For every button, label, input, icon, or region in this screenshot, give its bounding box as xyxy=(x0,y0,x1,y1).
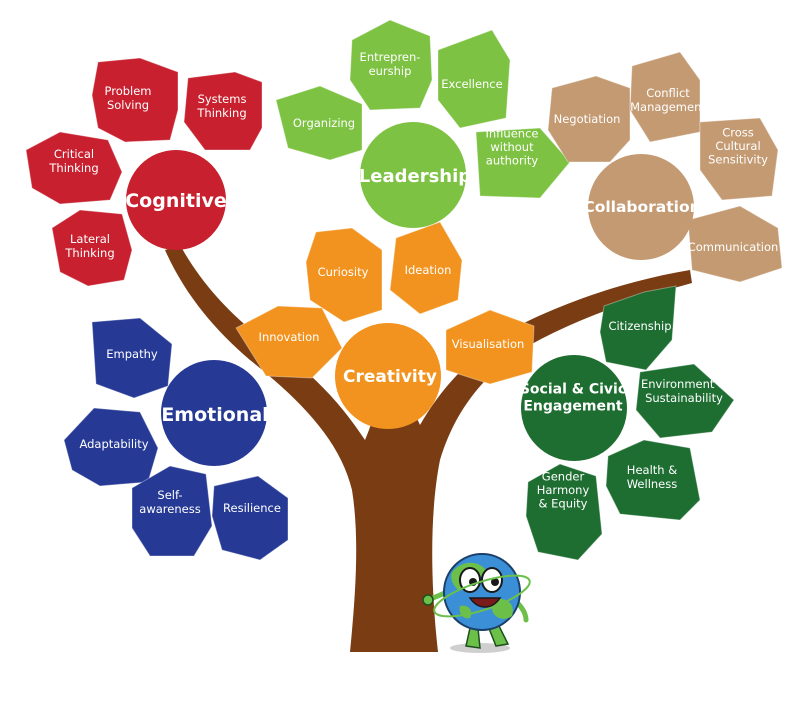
leaf-curiosity xyxy=(305,227,383,323)
emotional-cluster: Empathy Adaptability Self-awareness Resi… xyxy=(63,317,289,561)
leaf-visualisation xyxy=(445,309,535,385)
leaf-resilience xyxy=(211,475,289,561)
leaf-self-awareness xyxy=(131,465,213,557)
leaf-label-environment: Environment &Sustainability xyxy=(641,377,727,405)
leaf-gender xyxy=(525,463,603,561)
leaf-label-adaptability: Adaptability xyxy=(79,437,148,451)
leaf-label-self-awareness: Self-awareness xyxy=(139,488,200,516)
globe-mascot-icon xyxy=(422,553,531,653)
leaf-critical-thinking xyxy=(25,131,123,205)
hub-label-emotional: Emotional xyxy=(161,404,268,426)
leaf-empathy xyxy=(91,317,173,399)
leaf-problem-solving xyxy=(91,57,179,143)
leaf-environment xyxy=(635,363,735,439)
hub-label-creativity: Creativity xyxy=(343,367,437,387)
leaf-label-citizenship: Citizenship xyxy=(608,319,671,333)
mascot-land-2 xyxy=(492,598,513,619)
social-cluster: Citizenship Environment &Sustainability … xyxy=(520,285,735,561)
leaf-label-negotiation: Negotiation xyxy=(554,112,621,126)
tree-trunk xyxy=(165,245,692,652)
leaf-communication xyxy=(687,205,783,283)
creativity-cluster: Curiosity Ideation Innovation Visualisat… xyxy=(235,221,535,429)
leaf-label-ideation: Ideation xyxy=(405,263,452,277)
leaf-innovation xyxy=(235,305,343,379)
leaf-label-entrepreneurship: Entrepren-eurship xyxy=(360,50,421,78)
leaf-label-excellence: Excellence xyxy=(441,77,502,91)
hub-collaboration xyxy=(588,154,694,260)
mascot-leg-left xyxy=(465,627,481,649)
leaf-excellence xyxy=(437,29,511,129)
hub-cognitive xyxy=(126,150,226,250)
leaf-label-innovation: Innovation xyxy=(259,330,320,344)
hub-leadership xyxy=(360,122,466,228)
leaf-label-organizing: Organizing xyxy=(293,116,355,130)
hub-label-leadership: Leadership xyxy=(359,166,471,187)
leadership-cluster: Entrepren-eurship Excellence Organizing … xyxy=(275,19,571,228)
leaf-label-curiosity: Curiosity xyxy=(318,265,369,279)
leaf-label-communication: Communication xyxy=(688,240,779,254)
mascot-orbit xyxy=(433,574,531,618)
trunk-shape xyxy=(165,245,692,652)
hub-label-cognitive: Cognitive xyxy=(125,190,227,212)
leaf-influence xyxy=(475,127,571,199)
leaf-systems-thinking xyxy=(183,71,263,151)
leaf-lateral-thinking xyxy=(51,209,133,287)
leaf-negotiation xyxy=(547,75,631,163)
mascot-pupil-right xyxy=(491,578,499,586)
leaf-label-visualisation: Visualisation xyxy=(452,337,525,351)
leaf-organizing xyxy=(275,85,363,161)
mascot-mouth xyxy=(468,597,502,608)
leaf-label-empathy: Empathy xyxy=(106,347,158,361)
mascot-hand-left xyxy=(422,594,434,606)
leaf-label-health: Health &Wellness xyxy=(627,463,678,491)
hub-creativity xyxy=(335,323,441,429)
leaf-citizenship xyxy=(599,285,677,371)
leaf-label-resilience: Resilience xyxy=(223,501,281,515)
hub-emotional xyxy=(161,360,267,466)
leaf-health xyxy=(605,439,701,521)
leaf-cross-cultural xyxy=(699,117,779,201)
leaf-ideation xyxy=(389,221,463,315)
hub-social xyxy=(521,355,627,461)
leaf-adaptability xyxy=(63,407,159,487)
hub-label-collaboration: Collaboration xyxy=(583,198,700,216)
leaf-entrepreneurship xyxy=(349,19,433,111)
